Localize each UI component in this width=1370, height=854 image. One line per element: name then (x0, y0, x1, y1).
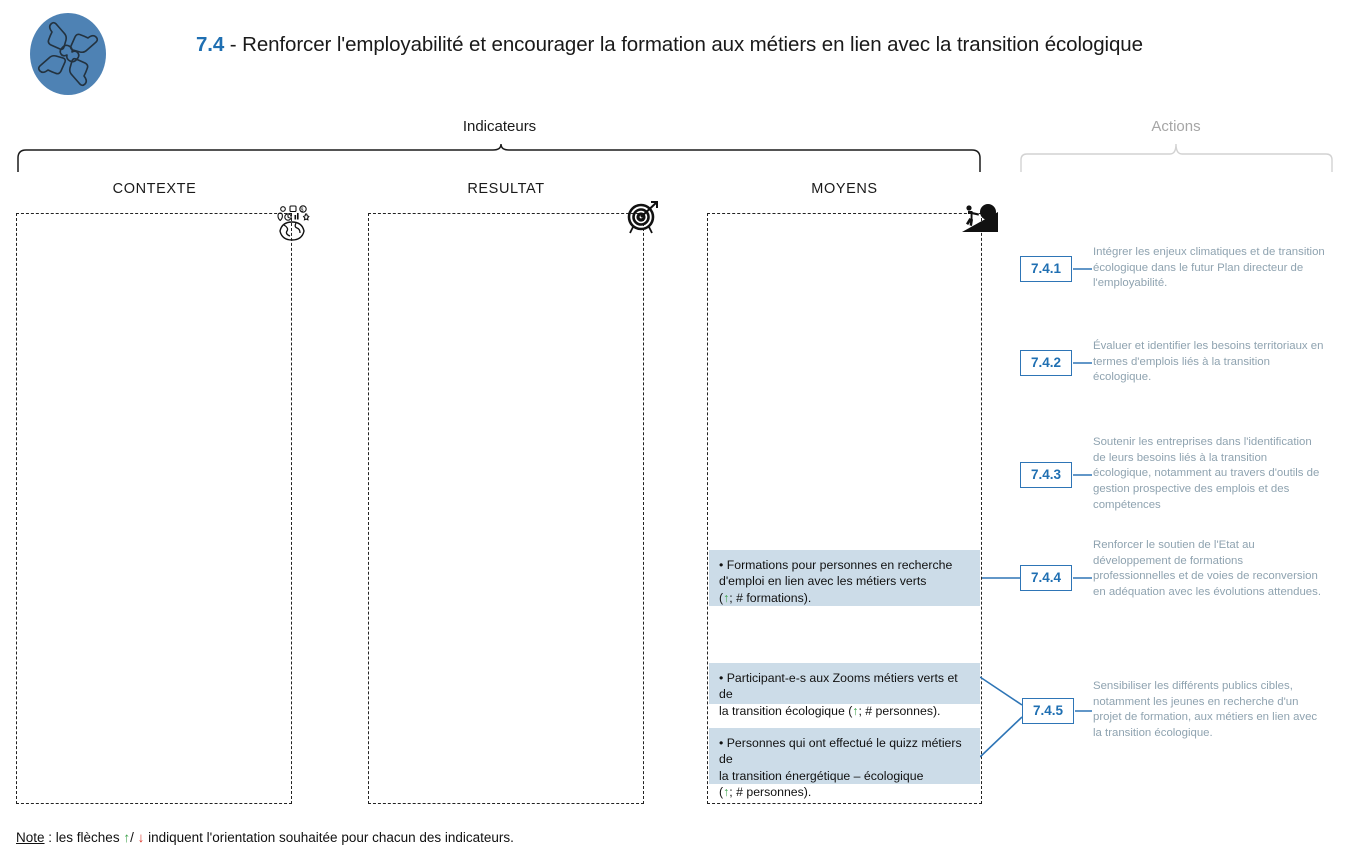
globe-network-icon: $ (271, 203, 313, 248)
target-arrow-icon (624, 198, 662, 241)
indicator-suffix: ; # personnes). (858, 703, 941, 718)
note-middle: / (130, 830, 138, 845)
page-title-separator: - (224, 33, 243, 56)
indicator-suffix: ; # formations). (729, 590, 812, 605)
footer-note: Note : les flèches ↑/ ↓ indiquent l'orie… (16, 830, 514, 845)
arrow-up-icon: ↑ (723, 590, 730, 605)
indicator-box-moyens-1: • Formations pour personnes en recherche… (709, 550, 980, 606)
svg-text:$: $ (301, 207, 304, 213)
column-box-moyens (707, 213, 982, 804)
page-title: 7.4 - Renforcer l'employabilité et encou… (196, 33, 1143, 57)
arrow-up-icon: ↑ (852, 703, 859, 718)
action-badge-7-4-5[interactable]: 7.4.5 (1022, 698, 1074, 724)
action-badge-7-4-2[interactable]: 7.4.2 (1020, 350, 1072, 376)
action-badge-7-4-3[interactable]: 7.4.3 (1020, 462, 1072, 488)
group-label-indicateurs: Indicateurs (462, 118, 537, 135)
arrow-up-icon: ↑ (123, 830, 131, 845)
indicator-line-1: • Participant-e-s aux Zooms métiers vert… (719, 671, 958, 702)
action-badge-7-4-1[interactable]: 7.4.1 (1020, 256, 1072, 282)
column-box-contexte (16, 213, 292, 804)
action-text-7-4-3: Soutenir les entreprises dans l'identifi… (1093, 436, 1320, 511)
indicator-box-moyens-2: • Participant-e-s aux Zooms métiers vert… (709, 663, 980, 718)
column-box-resultat (368, 213, 644, 804)
note-tail: indiquent l'orientation souhaitée pour c… (144, 830, 514, 845)
note-label: Note (16, 830, 45, 845)
group-label-actions: Actions (1151, 118, 1201, 135)
action-text-7-4-4: Renforcer le soutien de l'Etat au dévelo… (1093, 539, 1321, 599)
indicator-suffix: ; # personnes). (729, 785, 812, 800)
page-title-number: 7.4 (196, 33, 225, 56)
page-title-text: Renforcer l'employabilité et encourager … (242, 33, 1143, 56)
indicator-line-2: la transition écologique ( (719, 703, 853, 718)
indicator-line-2: d'emploi en lien avec les métiers verts (719, 574, 927, 589)
column-title-resultat: RESULTAT (467, 181, 545, 197)
four-hands-puzzle-circle-icon (22, 10, 114, 98)
brace-actions (1020, 143, 1333, 172)
column-title-contexte: CONTEXTE (112, 181, 197, 197)
indicator-box-moyens-3: • Personnes qui ont effectué le quizz mé… (709, 728, 980, 799)
action-badge-7-4-4[interactable]: 7.4.4 (1020, 565, 1072, 591)
action-text-7-4-1: Intégrer les enjeux climatiques et de tr… (1093, 246, 1325, 290)
person-pushing-boulder-icon (958, 202, 1002, 245)
action-text-7-4-2: Évaluer et identifier les besoins territ… (1093, 340, 1324, 384)
indicator-line-1: • Personnes qui ont effectué le quizz mé… (719, 736, 962, 767)
brace-indicateurs (17, 143, 981, 172)
indicator-line-1: • Formations pour personnes en recherche (719, 558, 953, 572)
indicator-line-2: la transition énergétique – écologique (719, 768, 924, 783)
note-separator: : les flèches (44, 830, 124, 845)
indicator-prefix: ( (719, 785, 724, 800)
arrow-down-icon: ↓ (137, 830, 145, 845)
column-title-moyens: MOYENS (811, 181, 878, 197)
arrow-up-icon: ↑ (723, 785, 730, 800)
action-text-7-4-5: Sensibiliser les différents publics cibl… (1093, 680, 1318, 740)
indicator-prefix: ( (719, 590, 724, 605)
